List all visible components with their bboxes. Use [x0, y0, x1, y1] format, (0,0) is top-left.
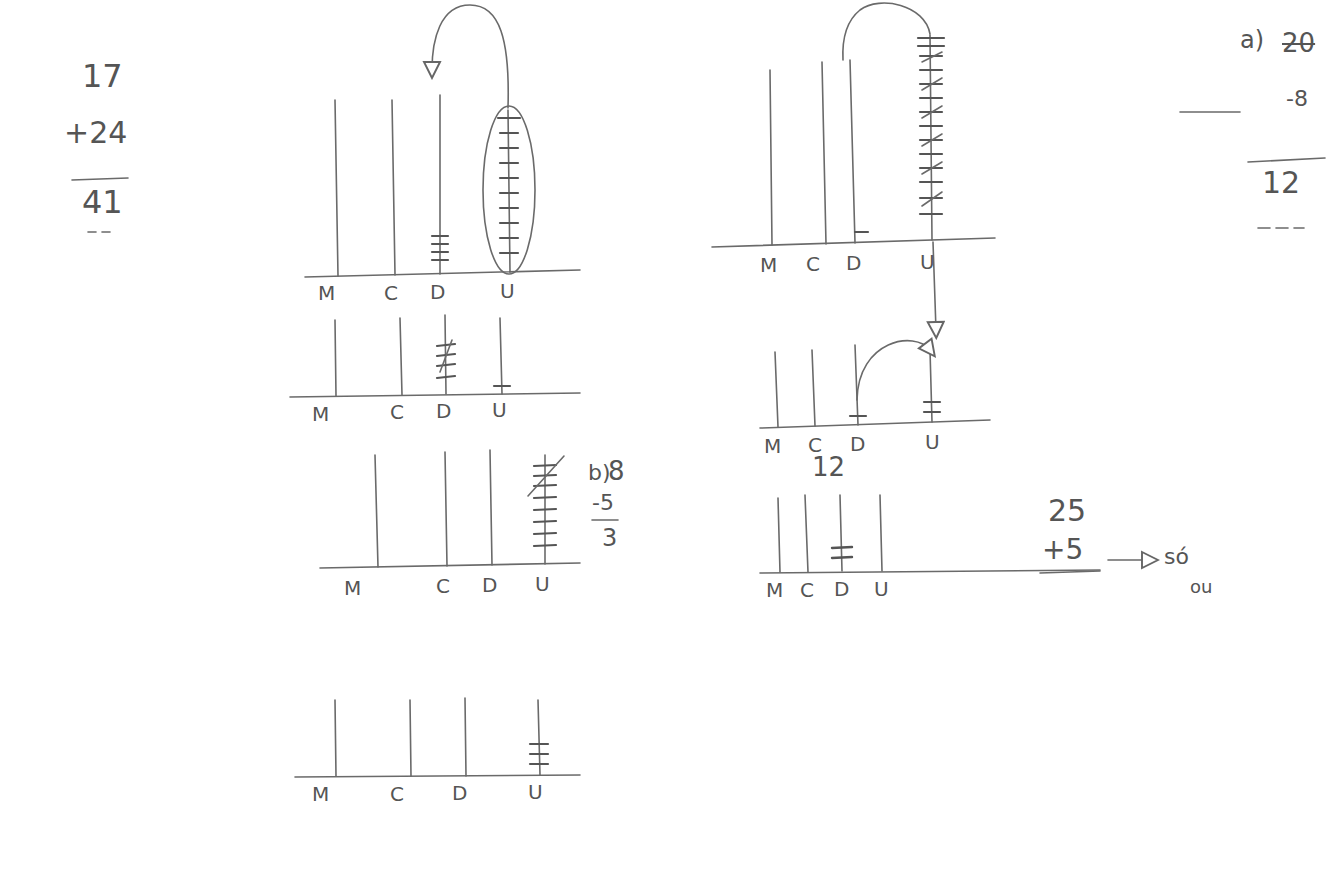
column-label: M	[344, 578, 361, 598]
column-label: M	[318, 283, 335, 303]
handwritten-number: -8	[1286, 88, 1308, 110]
handwritten-number: 12	[812, 454, 845, 480]
column-label: M	[764, 436, 781, 456]
handwritten-note: só	[1164, 546, 1189, 568]
column-label: D	[430, 282, 445, 302]
handwritten-number: 41	[82, 186, 123, 218]
handwritten-number: 17	[82, 60, 123, 92]
column-label: C	[806, 254, 820, 274]
column-label: D	[482, 575, 497, 595]
handwritten-number: 8	[608, 458, 625, 484]
column-label: D	[850, 434, 865, 454]
column-label: U	[528, 782, 543, 802]
column-label: M	[760, 255, 777, 275]
column-label: U	[500, 281, 515, 301]
column-label: U	[920, 252, 935, 272]
column-label: U	[925, 432, 940, 452]
handwritten-number: 20	[1282, 30, 1315, 56]
column-label: U	[492, 400, 507, 420]
column-label: M	[312, 784, 329, 804]
column-label: C	[384, 283, 398, 303]
column-label: D	[834, 579, 849, 599]
column-label: C	[808, 435, 822, 455]
handwritten-number: 25	[1048, 496, 1086, 526]
handwritten-number: 12	[1262, 168, 1300, 198]
handwritten-number: -5	[592, 492, 614, 514]
handwritten-number: +5	[1042, 536, 1083, 564]
column-label: U	[535, 574, 550, 594]
handwritten-number: 3	[602, 526, 617, 550]
column-label: M	[312, 404, 329, 424]
column-label: C	[390, 402, 404, 422]
handwritten-number: +24	[64, 118, 127, 148]
column-label: D	[452, 783, 467, 803]
column-label: D	[846, 253, 861, 273]
column-label: D	[436, 401, 451, 421]
column-label: C	[436, 576, 450, 596]
handwritten-note: ou	[1190, 578, 1212, 596]
column-label: C	[800, 580, 814, 600]
exercise-letter: a)	[1240, 28, 1264, 52]
exercise-letter: b)	[588, 462, 611, 484]
column-label: M	[766, 580, 783, 600]
column-label: U	[874, 579, 889, 599]
column-label: C	[390, 784, 404, 804]
